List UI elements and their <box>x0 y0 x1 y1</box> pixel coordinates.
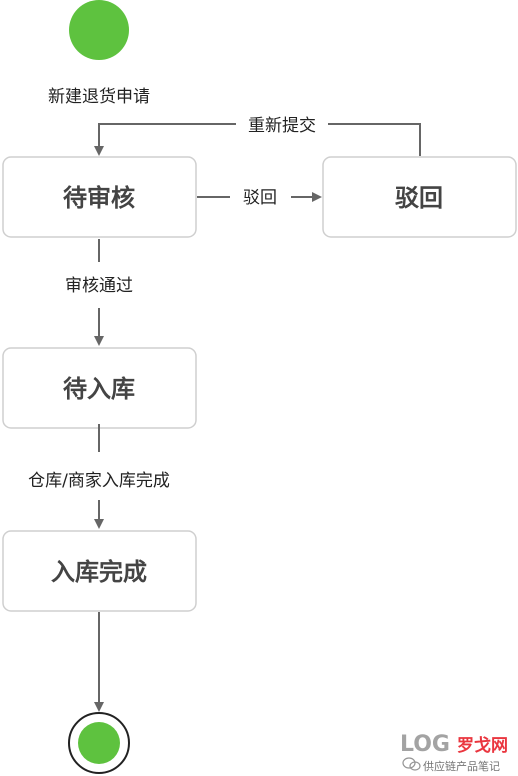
edge-label-create-return-request: 新建退货申请 <box>48 87 150 107</box>
watermark: LOG 罗戈网 供应链产品笔记 <box>400 732 508 773</box>
state-stock-in-done <box>2 530 197 612</box>
state-rejected <box>322 156 517 238</box>
edge-label-reject: 驳回 <box>243 188 277 208</box>
end-node-dot <box>78 722 120 764</box>
edge-label-review-passed: 审核通过 <box>65 276 133 296</box>
edge-label-resubmit-bg <box>236 110 328 138</box>
state-label-rejected: 驳回 <box>395 184 443 212</box>
wechat-icon <box>402 757 421 771</box>
watermark-logo-text: LOG <box>400 732 450 757</box>
watermark-account: 供应链产品笔记 <box>423 759 500 773</box>
start-node <box>69 0 129 60</box>
edge-label-resubmit: 重新提交 <box>248 116 316 136</box>
state-label-pending-stock-in: 待入库 <box>63 375 135 403</box>
edge-label-stock-in-done: 仓库/商家入库完成 <box>28 471 170 491</box>
watermark-brand: 罗戈网 <box>457 735 508 756</box>
state-pending-review <box>2 156 197 238</box>
state-label-pending-review: 待审核 <box>63 184 135 212</box>
state-label-stock-in-done: 入库完成 <box>51 558 147 586</box>
